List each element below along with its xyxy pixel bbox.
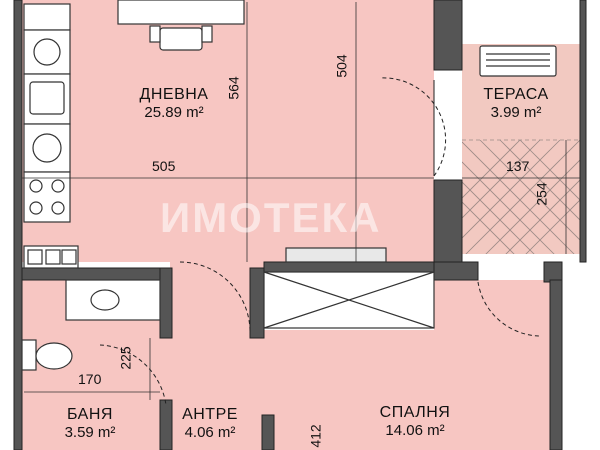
bath-right-wall	[159, 267, 173, 339]
watermark: ИМОТЕКА	[160, 194, 382, 241]
burner-1	[33, 38, 61, 66]
hall-area: 4.06 m²	[184, 424, 236, 441]
terrace-door-arc	[477, 281, 541, 337]
stove	[23, 171, 71, 223]
left-outer-wall	[13, 0, 23, 450]
terrace-name: ТЕРАСА	[483, 86, 549, 103]
living-room-fill	[22, 0, 434, 262]
chair-right-back	[201, 25, 213, 43]
bedroom-top-wall	[433, 261, 479, 281]
walls	[13, 0, 587, 450]
dim-504: 504	[333, 54, 350, 78]
hall-label: АНТРЕ 4.06 m²	[172, 406, 248, 441]
hall-name: АНТРЕ	[182, 406, 238, 423]
doors	[99, 77, 541, 406]
burner-2	[32, 133, 62, 163]
terrace-area: 3.99 m²	[490, 104, 542, 121]
bedroom-upper-fill	[434, 280, 550, 340]
washbasin	[90, 289, 120, 311]
living-room-name: ДНЕВНА	[139, 86, 209, 103]
entry-fill	[170, 262, 264, 450]
ac-unit	[479, 45, 557, 77]
bath-top-wall	[21, 267, 173, 281]
dim-505: 505	[152, 158, 176, 174]
living-room-label: ДНЕВНА 25.89 m²	[118, 86, 230, 121]
room-fills	[22, 0, 580, 450]
terrace-hatch	[462, 139, 580, 254]
closet-left-wall	[249, 267, 265, 339]
bedroom-area: 14.06 m²	[385, 422, 445, 439]
sink-basin	[29, 81, 65, 115]
dim-564: 564	[225, 76, 242, 100]
bath-label: БАНЯ 3.59 m²	[50, 406, 130, 441]
bath-area: 3.59 m²	[64, 424, 116, 441]
dining-set	[117, 0, 245, 51]
bath-door-arc	[99, 344, 167, 406]
fridge	[23, 3, 71, 31]
terrace-label: ТЕРАСА 3.99 m²	[468, 86, 564, 121]
dim-254: 254	[533, 182, 550, 206]
hall-lower-wall	[261, 414, 275, 450]
kitchen-appliances	[23, 3, 79, 269]
dimension-lines	[22, 2, 580, 400]
chair-bottom	[159, 27, 203, 51]
terrace-right-outer	[579, 0, 587, 263]
living-right-wall-top	[433, 0, 463, 71]
dim-225: 225	[117, 346, 134, 370]
closet-top-wall	[263, 261, 435, 273]
bath-fixtures	[21, 279, 161, 371]
living-right-wall-mid	[433, 179, 463, 263]
toilet-bowl	[35, 342, 73, 370]
dim-170: 170	[78, 371, 102, 387]
bedroom-name: СПАЛНЯ	[379, 404, 451, 421]
hall-wall-segment	[159, 399, 173, 450]
living-door-arc	[379, 77, 447, 177]
bedroom-right-wall	[549, 279, 563, 450]
bath-name: БАНЯ	[67, 406, 113, 423]
closet	[263, 247, 435, 329]
toilet-tank	[21, 339, 37, 371]
bedroom-label: СПАЛНЯ 14.06 m²	[360, 404, 470, 439]
living-room-area: 25.89 m²	[144, 104, 204, 121]
bedroom-fill	[264, 330, 550, 450]
terrace-wall-right	[543, 261, 563, 283]
dim-412: 412	[307, 424, 324, 448]
dining-table	[117, 0, 245, 25]
chair-left-back	[149, 25, 161, 43]
dim-137: 137	[506, 158, 530, 174]
